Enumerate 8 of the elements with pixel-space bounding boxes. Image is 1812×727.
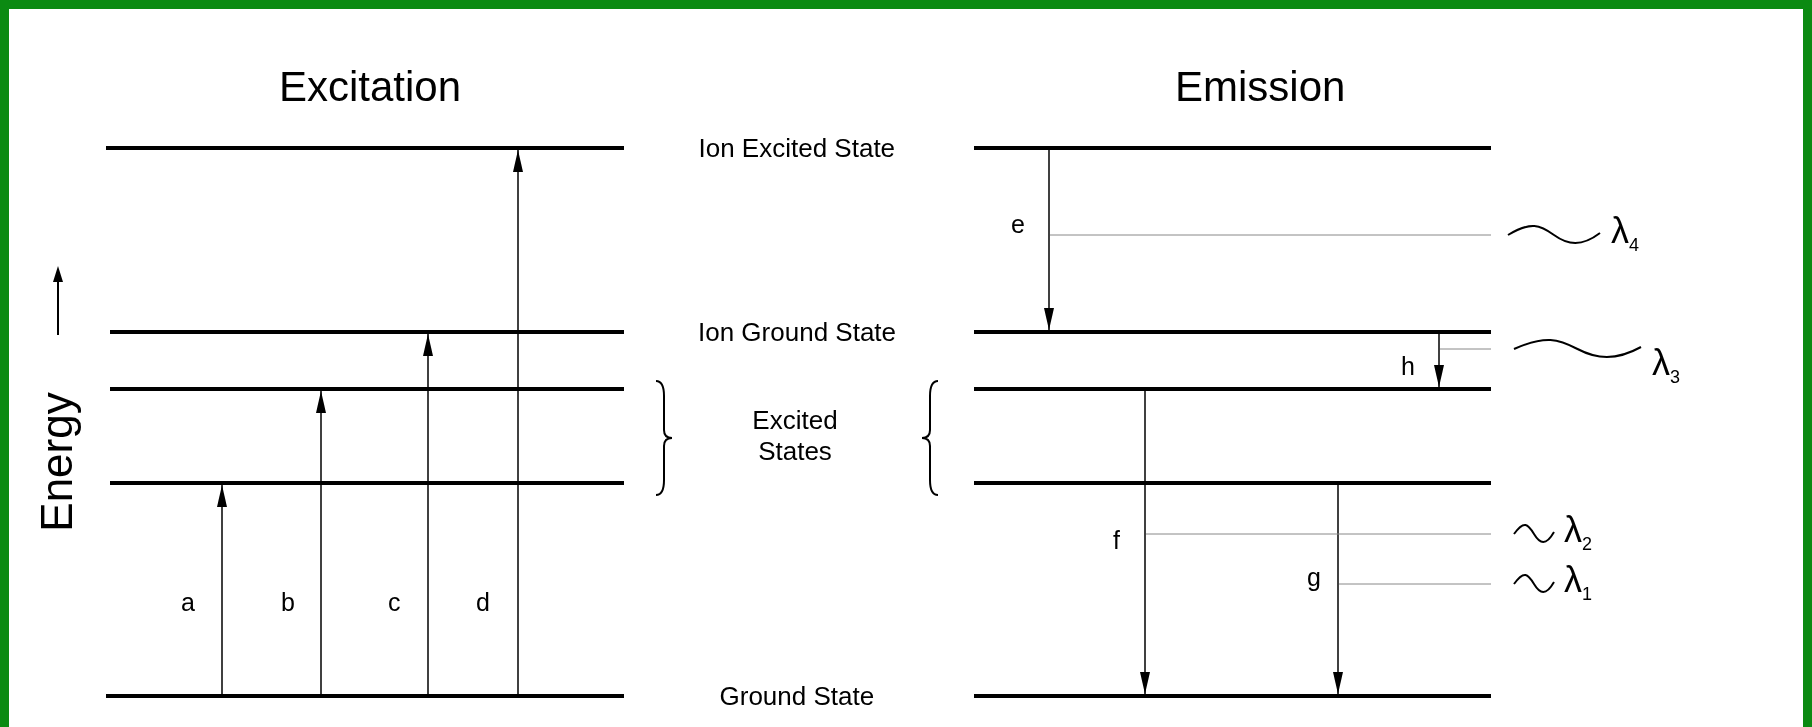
transition-arrow	[513, 149, 523, 695]
transition-arrow	[423, 333, 433, 695]
transition-arrow	[1044, 149, 1054, 331]
transition-arrow	[1333, 484, 1343, 695]
transition-arrow	[316, 390, 326, 695]
transition-arrow	[1140, 390, 1150, 695]
transition-arrow	[1434, 333, 1444, 388]
transition-arrow	[217, 484, 227, 695]
